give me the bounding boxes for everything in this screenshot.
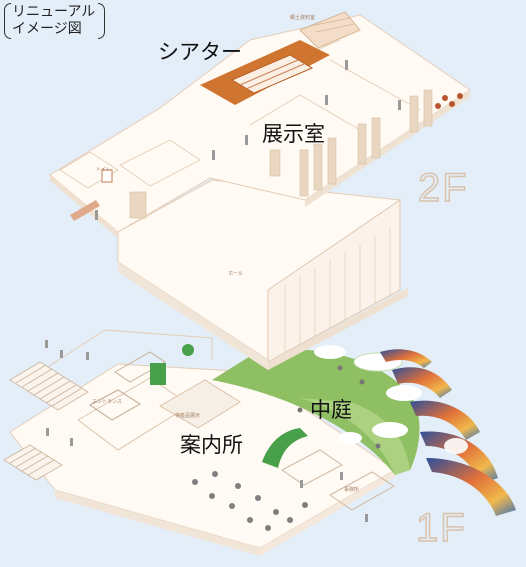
room-label-toilet: トイレ	[96, 167, 112, 173]
lounge-tables	[192, 471, 308, 531]
courtyard-label: 中庭	[310, 399, 352, 422]
floor-2f-marker: 2F	[417, 166, 469, 210]
room-label-special: 特産品展示	[175, 413, 201, 419]
room-label-office: 事務所	[344, 487, 360, 493]
theater-label: シアター	[158, 41, 242, 64]
exhibit-panels	[129, 89, 433, 219]
stairs-1f	[9, 361, 89, 411]
bracket-right	[98, 3, 106, 39]
room-label-hall: ホール	[228, 271, 244, 277]
theater-room	[200, 11, 361, 105]
badge-line-2: イメージ図	[12, 20, 82, 36]
renewal-badge: リニューアル イメージ図	[4, 3, 106, 39]
stairs-lower	[3, 444, 63, 481]
floor-2f-upper	[49, 14, 471, 238]
plant-wall	[150, 363, 166, 385]
room-label-top: 郷土資料室	[290, 15, 316, 21]
information-desk-label: 案内所	[180, 434, 243, 457]
floor-2f-volume	[117, 179, 408, 370]
room-label-entrance: エントランス	[92, 399, 122, 405]
badge-line-1: リニューアル	[12, 3, 96, 19]
floor-1f-marker: 1F	[415, 506, 467, 550]
colorful-artwork	[380, 349, 516, 516]
bracket-left	[4, 3, 11, 39]
green-counter	[262, 428, 308, 468]
exhibition-room-label: 展示室	[262, 123, 325, 146]
